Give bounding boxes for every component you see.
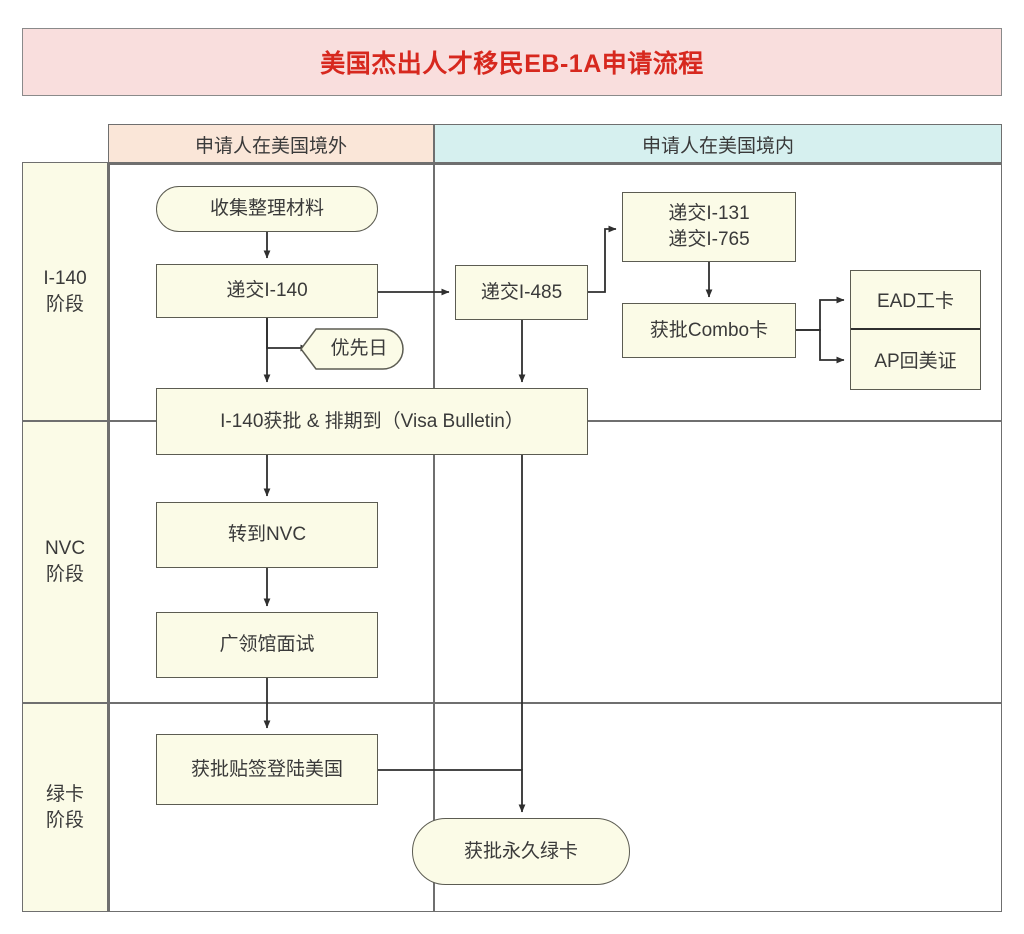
node-file-i131-i765[interactable]: 递交I-131 递交I-765 bbox=[622, 192, 796, 262]
node-collect-materials-label: 收集整理材料 bbox=[209, 198, 324, 220]
node-file-i131-label: 递交I-131 bbox=[668, 203, 750, 225]
grid-lane-left-edge bbox=[108, 162, 110, 912]
node-to-nvc-label: 转到NVC bbox=[227, 524, 307, 546]
stage-label-greencard-line2: 阶段 bbox=[45, 809, 84, 831]
lane-header-outside-us-label: 申请人在美国境外 bbox=[194, 136, 347, 157]
node-file-i765-label: 递交I-765 bbox=[668, 229, 750, 250]
node-file-i140-label: 递交I-140 bbox=[226, 280, 308, 302]
node-permanent-green-card-label: 获批永久绿卡 bbox=[463, 840, 578, 862]
edge-visa-entry-to-green-card bbox=[378, 769, 526, 813]
lane-header-inside-us-label: 申请人在美国境内 bbox=[641, 136, 794, 157]
node-file-i485-label: 递交I-485 bbox=[480, 281, 563, 303]
node-ead-card-label: EAD工卡 bbox=[876, 291, 955, 312]
node-to-nvc[interactable]: 转到NVC bbox=[156, 502, 378, 568]
chart-title: 美国杰出人才移民EB-1A申请流程 bbox=[320, 50, 704, 78]
node-collect-materials[interactable]: 收集整理材料 bbox=[156, 186, 378, 232]
stage-label-i140: I-140 阶段 bbox=[22, 162, 108, 421]
node-consulate-interview-label: 广领馆面试 bbox=[219, 634, 315, 656]
node-priority-date-label: 优先日 bbox=[330, 338, 388, 360]
stage-label-i140-line1: I-140 bbox=[43, 267, 87, 289]
grid-row-divider-2 bbox=[108, 702, 1002, 704]
grid-outer-bottom bbox=[108, 910, 1002, 912]
node-permanent-green-card[interactable]: 获批永久绿卡 bbox=[412, 818, 630, 885]
stage-label-nvc: NVC 阶段 bbox=[22, 421, 108, 703]
edge-combo-to-ead bbox=[796, 296, 845, 331]
stage-label-i140-line2: 阶段 bbox=[45, 293, 84, 315]
stage-label-greencard: 绿卡 阶段 bbox=[22, 703, 108, 912]
node-visa-entry-us[interactable]: 获批贴签登陆美国 bbox=[156, 734, 378, 805]
node-priority-date[interactable]: 优先日 bbox=[300, 328, 404, 370]
edge-i485-to-i131-i765 bbox=[588, 225, 617, 293]
node-ap-card[interactable]: AP回美证 bbox=[851, 330, 980, 389]
node-ead-card[interactable]: EAD工卡 bbox=[851, 271, 980, 330]
node-combo-results[interactable]: EAD工卡 AP回美证 bbox=[850, 270, 981, 390]
stage-label-greencard-line1: 绿卡 bbox=[45, 783, 84, 805]
grid-outer-right bbox=[1000, 162, 1002, 912]
stage-label-nvc-line2: 阶段 bbox=[45, 564, 84, 585]
node-ap-card-label: AP回美证 bbox=[874, 351, 957, 372]
node-file-i140[interactable]: 递交I-140 bbox=[156, 264, 378, 318]
stage-label-nvc-line1: NVC bbox=[44, 538, 86, 560]
lane-header-inside-us: 申请人在美国境内 bbox=[434, 124, 1002, 165]
node-i140-approved-label: I-140获批 & 排期到（Visa Bulletin） bbox=[220, 410, 524, 432]
node-i140-approved-visa-bulletin[interactable]: I-140获批 & 排期到（Visa Bulletin） bbox=[156, 388, 588, 455]
node-combo-card[interactable]: 获批Combo卡 bbox=[622, 303, 796, 358]
node-visa-entry-us-label: 获批贴签登陆美国 bbox=[190, 758, 343, 780]
priority-date-shape-icon bbox=[300, 328, 404, 370]
chart-title-banner: 美国杰出人才移民EB-1A申请流程 bbox=[22, 28, 1002, 96]
grid-column-divider bbox=[433, 162, 435, 912]
lane-header-outside-us: 申请人在美国境外 bbox=[108, 124, 434, 165]
node-file-i485[interactable]: 递交I-485 bbox=[455, 265, 588, 320]
node-combo-card-label: 获批Combo卡 bbox=[649, 319, 769, 341]
edge-combo-to-ap bbox=[796, 329, 845, 364]
node-consulate-interview[interactable]: 广领馆面试 bbox=[156, 612, 378, 678]
grid-outer-top bbox=[108, 162, 1002, 164]
